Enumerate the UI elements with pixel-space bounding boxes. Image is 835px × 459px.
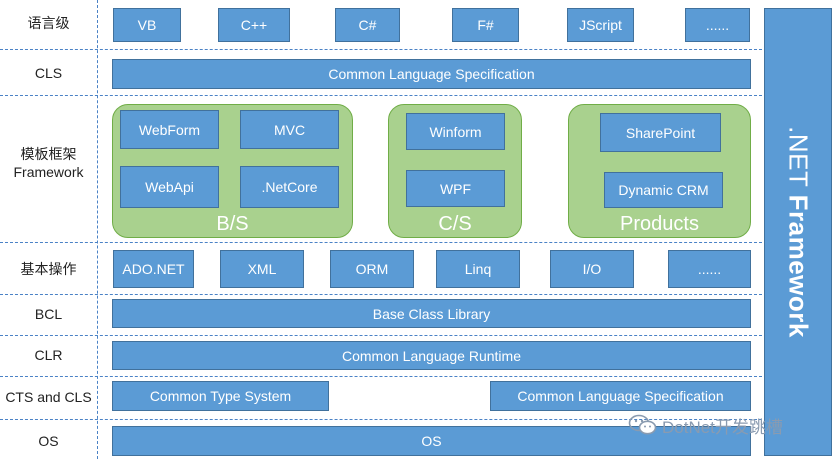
op-linq: Linq [436, 250, 520, 288]
language-jscript: JScript [567, 8, 634, 42]
row-label-bcl: BCL [34, 306, 63, 322]
products-sharepoint: SharePoint [600, 113, 721, 152]
bs-netcore: .NetCore [240, 166, 339, 208]
language-more: ...... [685, 8, 750, 42]
net-prefix: .NET [783, 126, 814, 187]
cs-winform: Winform [406, 113, 505, 150]
bs-webapi: WebApi [120, 166, 219, 208]
cls-bar: Common Language Specification [112, 59, 751, 89]
cs-label: C/S [438, 213, 472, 235]
row-divider [0, 419, 762, 420]
row-label-clr: CLR [34, 347, 63, 363]
row-divider [0, 242, 762, 243]
row-label-os: OS [38, 433, 59, 449]
op-more: ...... [668, 250, 751, 288]
cs-wpf: WPF [406, 170, 505, 207]
cts-bar: Common Type System [112, 381, 329, 411]
watermark: DotNet开发跳槽 [628, 412, 783, 438]
watermark-text: DotNet开发跳槽 [662, 417, 783, 437]
row-label-framework-en: Framework [13, 164, 84, 180]
bcl-bar: Base Class Library [112, 299, 751, 328]
row-divider [0, 335, 762, 336]
products-dynamic-crm: Dynamic CRM [604, 172, 723, 208]
row-label-framework-cn: 模板框架 [20, 146, 77, 162]
row-divider [0, 95, 762, 96]
net-framework-title: .NET Framework [783, 126, 814, 338]
language-csharp: C# [335, 8, 400, 42]
row-divider [0, 294, 762, 295]
clr-bar: Common Language Runtime [112, 341, 751, 370]
row-label-basic-ops: 基本操作 [20, 261, 77, 277]
row-label-framework: 模板框架 Framework [0, 143, 97, 183]
row-label-cls: CLS [34, 65, 63, 81]
column-divider [97, 0, 98, 459]
language-fsharp: F# [452, 8, 519, 42]
products-label: Products [620, 213, 699, 235]
row-divider [0, 49, 762, 50]
op-adonet: ADO.NET [113, 250, 194, 288]
cts-cls-bar: Common Language Specification [490, 381, 751, 411]
language-vb: VB [113, 8, 181, 42]
op-io: I/O [550, 250, 634, 288]
bs-mvc: MVC [240, 110, 339, 149]
op-xml: XML [220, 250, 304, 288]
row-label-cts-cls: CTS and CLS [5, 389, 92, 405]
row-label-language: 语言级 [27, 15, 70, 31]
wechat-icon [628, 414, 657, 435]
language-cpp: C++ [218, 8, 290, 42]
net-framework-bar: .NET Framework [764, 8, 832, 456]
row-divider [0, 376, 762, 377]
op-orm: ORM [330, 250, 414, 288]
bs-label: B/S [216, 213, 249, 235]
net-suffix: Framework [783, 194, 814, 338]
bs-webform: WebForm [120, 110, 219, 149]
